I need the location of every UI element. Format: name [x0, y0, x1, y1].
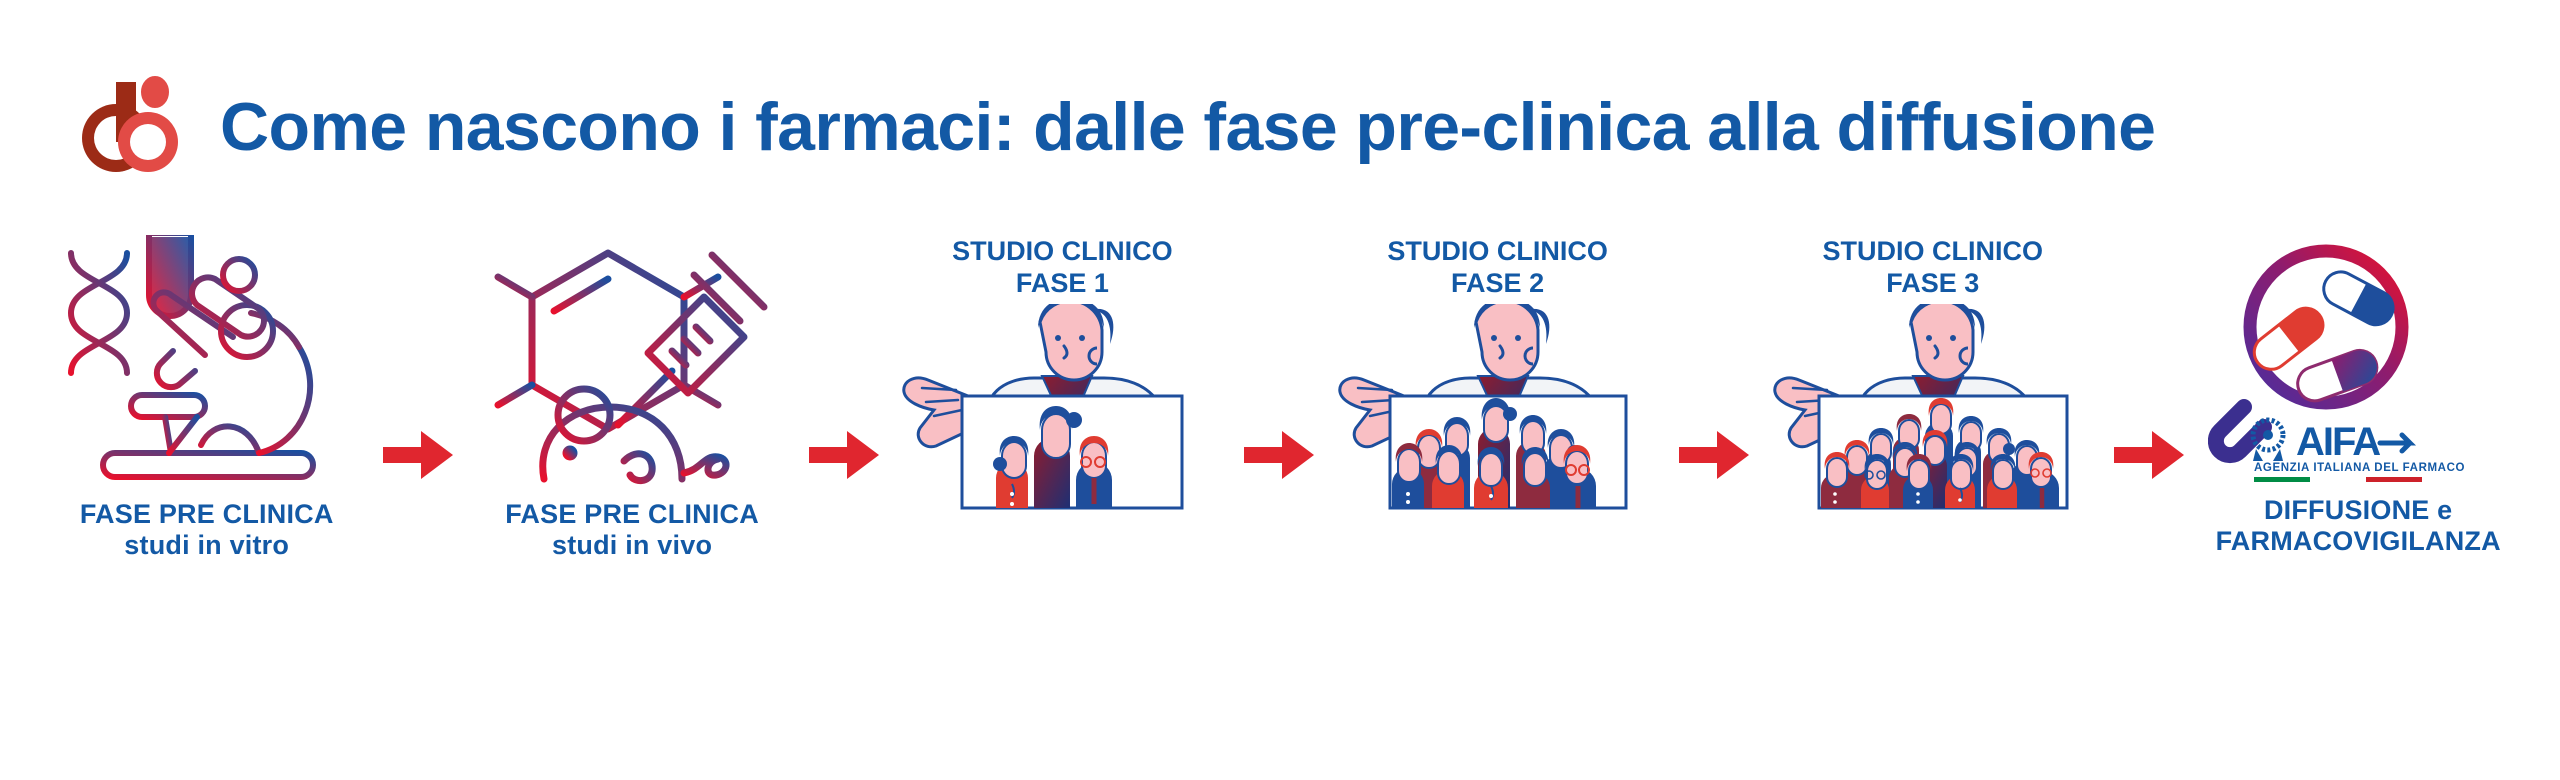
- phase-label-line-1: STUDIO CLINICO: [1822, 236, 2044, 266]
- phase-3-crowd: [1820, 397, 2059, 508]
- doc-generici-logo: [62, 60, 192, 190]
- diffusion-artwork: AIFA AGENZIA ITALIANA DEL FARMACO: [2208, 235, 2508, 485]
- aifa-logo: AIFA AGENZIA ITALIANA DEL FARMACO: [2250, 417, 2465, 482]
- phase-2-label: STUDIO CLINICO FASE 2: [1387, 235, 1608, 300]
- pre-clinic-in-vitro-artwork: [47, 235, 367, 485]
- magnifier-icon: [2208, 244, 2409, 464]
- phase-1-crowd: [993, 405, 1113, 508]
- phase-label-line-2: FASE 1: [1015, 268, 1109, 299]
- magnifier-pills-aifa-group: AIFA AGENZIA ITALIANA DEL FARMACO: [2208, 244, 2465, 482]
- pill-capsule-icon: [2252, 270, 2395, 403]
- arrow-1: [373, 427, 465, 483]
- dna-helix-icon: [67, 250, 130, 376]
- header: Come nascono i farmaci: dalle fase pre-c…: [0, 0, 2560, 240]
- lab-icons-group: [67, 235, 316, 480]
- arrow-3: [1234, 427, 1326, 483]
- step-clinical-phase-2[interactable]: STUDIO CLINICO FASE 2: [1326, 235, 1669, 554]
- aifa-wordmark: AIFA: [2296, 420, 2380, 464]
- lab-mouse-icon: [539, 385, 730, 484]
- phase-2-crowd: [1391, 397, 1596, 508]
- phase-label-line-2: FASE 3: [1886, 268, 1980, 299]
- phase-label-line-1: STUDIO CLINICO: [1387, 236, 1608, 266]
- phase-3-label: STUDIO CLINICO FASE 3: [1823, 235, 2044, 300]
- syringe-icon: [614, 251, 768, 429]
- phase-3-scene: [1763, 303, 2103, 554]
- caption-line-2: studi in vivo: [552, 530, 713, 561]
- process-flow: FASE PRE CLINICA studi in vitro: [0, 235, 2560, 715]
- caption-line-2: FARMACOVIGILANZA: [2215, 526, 2501, 557]
- phase-2-scene: [1328, 303, 1668, 554]
- caption-line-1: DIFFUSIONE e: [2263, 495, 2453, 525]
- phase-label-line-2: FASE 2: [1451, 268, 1545, 299]
- phase-1-scene: [892, 303, 1232, 554]
- arrow-2: [799, 427, 891, 483]
- microscope-icon: [99, 256, 316, 480]
- step-clinical-phase-1[interactable]: STUDIO CLINICO FASE 1: [891, 235, 1234, 554]
- arrow-5: [2104, 427, 2196, 483]
- invivo-icons-group: [494, 235, 768, 484]
- caption-line-2: studi in vitro: [124, 530, 290, 561]
- phase-label-line-1: STUDIO CLINICO: [952, 236, 1173, 266]
- doctor-raised-hand: [902, 376, 981, 449]
- aifa-emblem-icon: [2250, 417, 2286, 461]
- caption-line-1: FASE PRE CLINICA: [505, 499, 759, 529]
- arrow-4: [1669, 427, 1761, 483]
- pre-clinic-in-vivo-artwork: [472, 235, 792, 485]
- aifa-tagline: AGENZIA ITALIANA DEL FARMACO: [2254, 462, 2465, 474]
- phase-1-label: STUDIO CLINICO FASE 1: [952, 235, 1173, 300]
- step-diffusion-pharmacovigilance[interactable]: AIFA AGENZIA ITALIANA DEL FARMACO DIFFUS…: [2196, 235, 2520, 558]
- pre-clinic-in-vitro-caption: FASE PRE CLINICA studi in vitro: [80, 499, 334, 562]
- pre-clinic-in-vivo-caption: FASE PRE CLINICA studi in vivo: [505, 499, 759, 562]
- step-pre-clinic-in-vitro[interactable]: FASE PRE CLINICA studi in vitro: [40, 235, 373, 562]
- step-clinical-phase-3[interactable]: STUDIO CLINICO FASE 3: [1761, 235, 2104, 554]
- step-pre-clinic-in-vivo[interactable]: FASE PRE CLINICA studi in vivo: [465, 235, 798, 562]
- page-title: Come nascono i farmaci: dalle fase pre-c…: [220, 89, 2156, 165]
- diffusion-caption: DIFFUSIONE e FARMACOVIGILANZA: [2216, 495, 2501, 558]
- caption-line-1: FASE PRE CLINICA: [79, 499, 334, 529]
